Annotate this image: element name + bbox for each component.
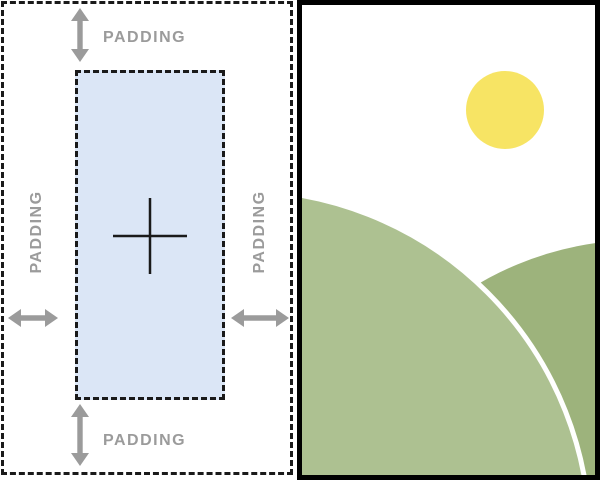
image-panel bbox=[297, 0, 600, 480]
padding-label-right: PADDING bbox=[251, 190, 268, 274]
padding-arrow-right-icon bbox=[231, 309, 289, 327]
sun-icon bbox=[466, 71, 544, 149]
landscape-image bbox=[302, 71, 595, 475]
padding-arrow-bottom-icon bbox=[71, 404, 89, 466]
hill-front bbox=[302, 193, 587, 475]
diagram-overlay bbox=[8, 8, 289, 466]
crosshair-icon bbox=[113, 198, 187, 274]
padding-label-left: PADDING bbox=[28, 190, 45, 274]
content-box bbox=[75, 70, 225, 400]
padding-arrow-left-icon bbox=[8, 309, 58, 327]
padding-label-bottom: PADDING bbox=[103, 432, 187, 449]
padding-area-outline bbox=[1, 1, 293, 475]
padding-arrow-top-icon bbox=[71, 8, 89, 62]
padding-label-top: PADDING bbox=[103, 29, 187, 46]
